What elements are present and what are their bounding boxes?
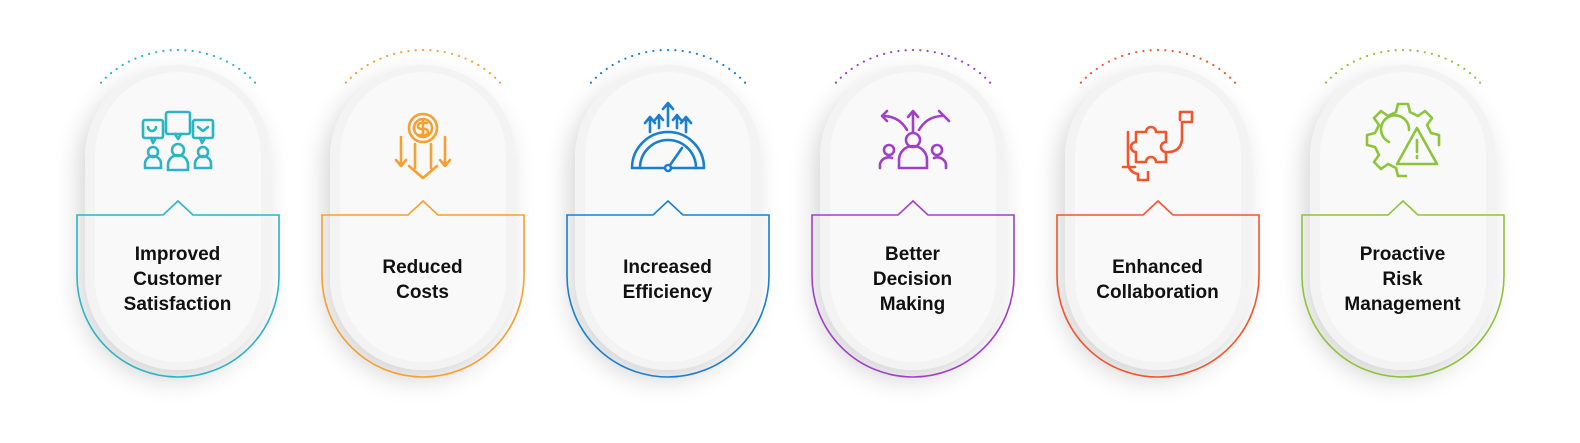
benefit-title-line: Decision xyxy=(872,269,953,290)
benefit-title-line: Efficiency xyxy=(622,282,713,303)
card-outline xyxy=(321,199,525,378)
benefit-title-line: Better xyxy=(885,244,940,265)
benefit-title-line: Risk xyxy=(1382,269,1423,290)
benefit-title-line: Enhanced xyxy=(1112,257,1203,278)
customer-feedback-icon xyxy=(141,110,215,172)
dotted-arc xyxy=(344,48,502,84)
dotted-arc xyxy=(1079,48,1237,84)
dotted-arc xyxy=(1324,48,1482,84)
benefit-title-line: Satisfaction xyxy=(123,294,232,315)
card-outline xyxy=(1301,199,1505,378)
benefit-title-line: Customer xyxy=(133,269,222,290)
decision-arrows-person-icon xyxy=(878,109,951,170)
card-outline xyxy=(1056,199,1260,378)
benefit-title-line: Reduced xyxy=(382,257,463,278)
card-outline xyxy=(566,199,770,378)
benefit-title-line: Management xyxy=(1344,294,1461,315)
dotted-arc xyxy=(834,48,992,84)
benefit-title-line: Increased xyxy=(623,257,712,278)
dollar-coin-down-arrows-icon xyxy=(394,112,452,180)
dotted-arc xyxy=(589,48,747,84)
benefit-title-line: Making xyxy=(879,294,946,315)
benefit-title-line: Improved xyxy=(134,244,221,265)
benefit-title-line: Costs xyxy=(396,282,449,303)
benefit-title-line: Collaboration xyxy=(1096,282,1219,303)
card-outline xyxy=(811,199,1015,378)
gear-warning-icon xyxy=(1365,102,1441,178)
card-outline xyxy=(76,199,280,378)
speedometer-up-arrows-icon xyxy=(630,101,706,173)
benefit-title-line: Proactive xyxy=(1359,244,1446,265)
hands-puzzle-icon xyxy=(1121,110,1194,182)
dotted-arc xyxy=(99,48,257,84)
